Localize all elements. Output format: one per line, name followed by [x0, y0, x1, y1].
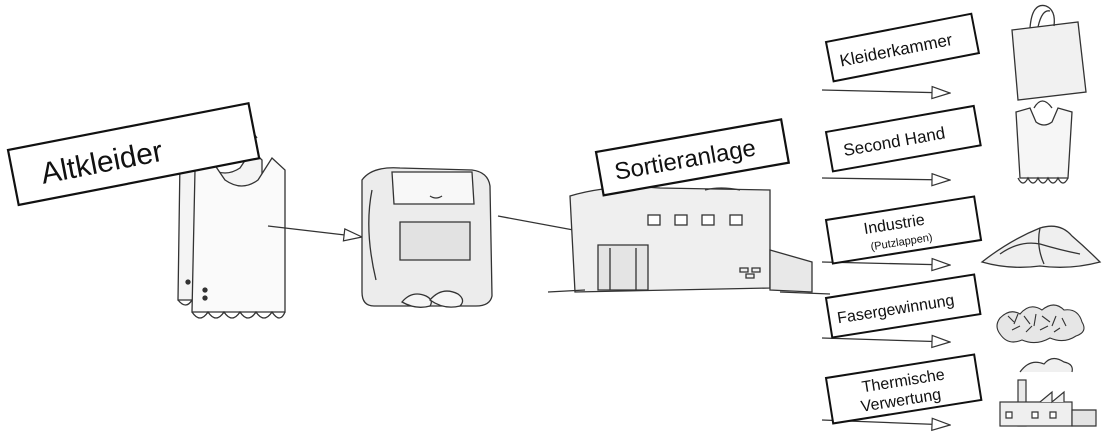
sorting-facility-icon [548, 187, 830, 294]
arrow-to-kleiderkammer [822, 90, 950, 93]
destination-kleiderkammer: Kleiderkammer [822, 5, 1086, 100]
destination-second-hand: Second Hand [822, 101, 1072, 183]
destination-fasergewinnung: Fasergewinnung [822, 275, 1084, 343]
arrow-to-fasergewinnung [822, 338, 950, 342]
top-on-hanger-icon [1016, 101, 1072, 183]
destination-thermische-verwertung: Thermische Verwertung [822, 355, 1096, 426]
arrow-to-second-hand [822, 178, 950, 180]
fiber-shreds-icon [997, 305, 1084, 343]
collection-container-icon [362, 168, 492, 308]
shopping-bag-icon [1012, 5, 1086, 100]
destination-industrie: Industrie (Putzlappen) [822, 197, 1100, 268]
factory-chimney-icon [1000, 358, 1096, 426]
cloth-pile-icon [982, 226, 1100, 267]
sortieranlage-sign: Sortieranlage [596, 119, 789, 195]
